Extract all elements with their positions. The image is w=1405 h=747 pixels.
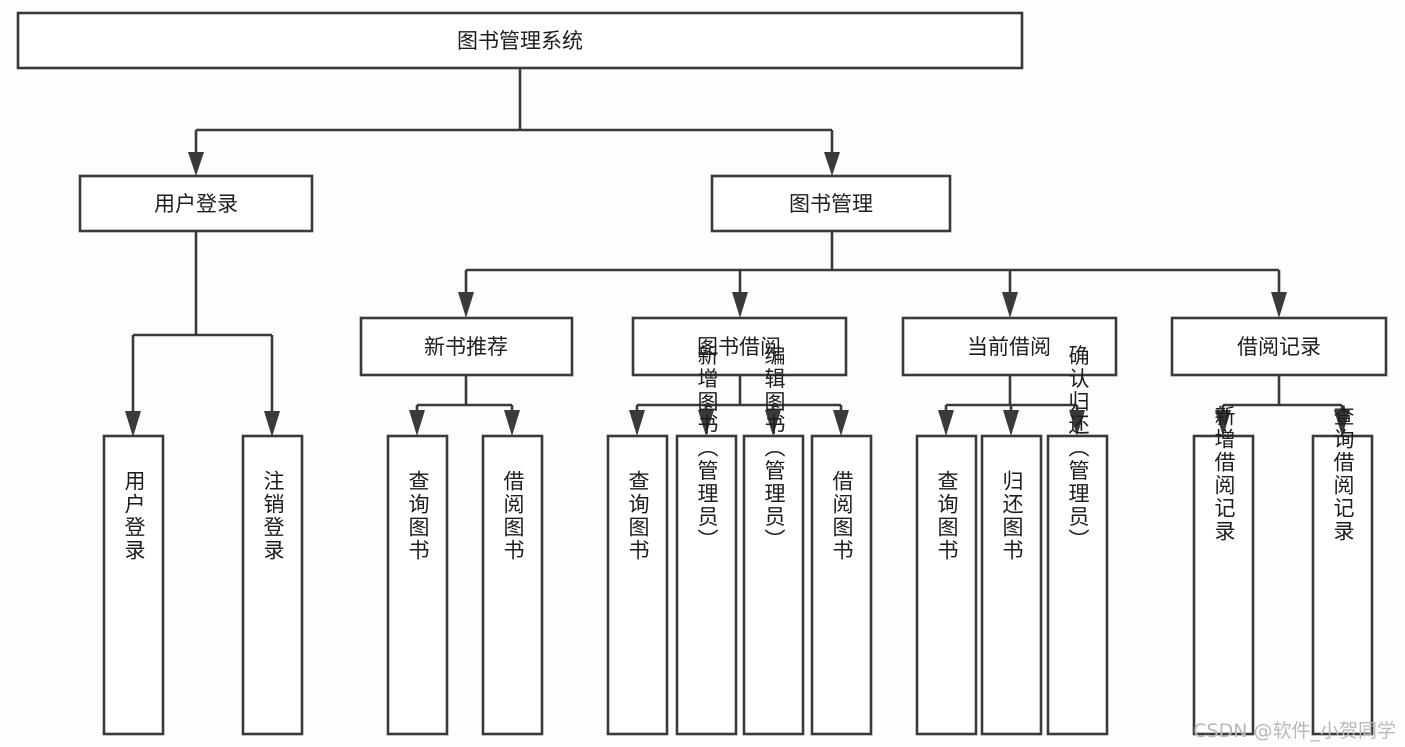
- leaf-add-record[interactable]: 新增借阅记录: [1192, 405, 1255, 736]
- leaf-query-book-3-box[interactable]: [915, 434, 978, 736]
- node-borrow-record[interactable]: 借阅记录: [1170, 316, 1388, 377]
- leaf-query-book-3[interactable]: 查询图书: [915, 434, 978, 736]
- csdn-watermark: CSDN @软件_小贺同学: [1193, 720, 1396, 742]
- arrowhead-book-borrow: [732, 292, 748, 318]
- leaf-query-record-label: 查询借阅记录: [1331, 405, 1355, 543]
- arrowhead-leaf-query-book-3: [938, 410, 954, 436]
- node-borrow-record-box[interactable]: [1170, 316, 1388, 377]
- arrowhead-current-borrow: [1002, 292, 1018, 318]
- node-user-login[interactable]: 用户登录: [78, 174, 314, 233]
- leaf-add-record-label: 新增借阅记录: [1212, 405, 1236, 543]
- leaf-edit-book[interactable]: 编辑图书（管理员）: [742, 345, 805, 736]
- arrowhead-leaf-add-record: [1215, 410, 1231, 436]
- leaf-return-book-box[interactable]: [980, 434, 1043, 736]
- arrowhead-leaf-edit-book: [765, 410, 781, 436]
- leaf-query-book-1-label: 查询图书: [406, 470, 430, 562]
- arrowhead-leaf-return-book: [1003, 410, 1019, 436]
- arrowhead-leaf-user-login: [125, 411, 141, 437]
- connector-layer: [125, 68, 1350, 437]
- leaf-query-book-2-label: 查询图书: [626, 470, 650, 562]
- node-current-borrow-label: 当前借阅: [967, 335, 1051, 359]
- node-current-borrow-box[interactable]: [901, 316, 1118, 377]
- leaf-query-book-2-box[interactable]: [606, 434, 669, 736]
- arrowhead-leaf-logout-login: [264, 411, 280, 437]
- leaf-add-book-box[interactable]: [675, 434, 738, 736]
- arrowhead-new-book-recommend: [458, 292, 474, 318]
- node-book-manage[interactable]: 图书管理: [710, 174, 952, 233]
- leaf-logout-login-box[interactable]: [241, 434, 304, 736]
- leaf-query-record-box[interactable]: [1311, 434, 1374, 736]
- arrowhead-leaf-confirm-return: [1069, 410, 1085, 436]
- leaf-borrow-book-1[interactable]: 借阅图书: [481, 434, 544, 736]
- leaf-edit-book-label: 编辑图书（管理员）: [762, 345, 786, 552]
- arrowhead-borrow-record: [1271, 292, 1287, 318]
- node-root-box[interactable]: [16, 11, 1024, 70]
- node-new-book-recommend-label: 新书推荐: [424, 335, 508, 359]
- leaf-confirm-return[interactable]: 确认归还（管理员）: [1046, 345, 1109, 736]
- node-book-borrow-box[interactable]: [631, 316, 848, 377]
- node-new-book-recommend-box[interactable]: [359, 316, 574, 377]
- arrowhead-leaf-add-book: [698, 410, 714, 436]
- leaf-borrow-book-1-box[interactable]: [481, 434, 544, 736]
- arrowhead-user-login: [188, 152, 204, 176]
- node-book-manage-label: 图书管理: [789, 192, 873, 216]
- node-root[interactable]: 图书管理系统: [16, 11, 1024, 70]
- leaf-borrow-book-2[interactable]: 借阅图书: [810, 434, 873, 736]
- node-book-manage-box[interactable]: [710, 174, 952, 233]
- leaf-borrow-book-1-label: 借阅图书: [501, 470, 525, 562]
- arrowhead-leaf-query-record: [1334, 410, 1350, 436]
- node-borrow-record-label: 借阅记录: [1237, 335, 1321, 359]
- leaf-query-book-2[interactable]: 查询图书: [606, 434, 669, 736]
- leaf-add-book[interactable]: 新增图书（管理员）: [675, 345, 738, 736]
- node-book-borrow-label: 图书借阅: [697, 335, 781, 359]
- leaf-query-book-1[interactable]: 查询图书: [386, 434, 449, 736]
- leaf-add-book-label: 新增图书（管理员）: [695, 345, 719, 552]
- leaf-logout-login[interactable]: 注销登录: [241, 434, 304, 736]
- node-new-book-recommend[interactable]: 新书推荐: [359, 316, 574, 377]
- leaf-user-login-label: 用户登录: [122, 470, 146, 562]
- leaf-add-record-box[interactable]: [1192, 434, 1255, 736]
- leaf-return-book-label: 归还图书: [1000, 470, 1024, 562]
- arrowhead-leaf-borrow-book-2: [833, 410, 849, 436]
- leaf-return-book[interactable]: 归还图书: [980, 434, 1043, 736]
- node-current-borrow[interactable]: 当前借阅: [901, 316, 1118, 377]
- leaf-user-login-box[interactable]: [102, 434, 165, 736]
- leaf-query-book-3-label: 查询图书: [935, 470, 959, 562]
- arrowhead-leaf-borrow-book-1: [504, 410, 520, 436]
- node-root-label: 图书管理系统: [457, 29, 583, 53]
- leaf-borrow-book-2-label: 借阅图书: [830, 470, 854, 562]
- leaf-borrow-book-2-box[interactable]: [810, 434, 873, 736]
- node-user-login-label: 用户登录: [154, 192, 238, 216]
- arrowhead-leaf-query-book-1: [409, 410, 425, 436]
- leaf-query-book-1-box[interactable]: [386, 434, 449, 736]
- arrowhead-book-manage: [824, 152, 840, 176]
- node-user-login-box[interactable]: [78, 174, 314, 233]
- leaf-confirm-return-box[interactable]: [1046, 434, 1109, 736]
- leaf-user-login[interactable]: 用户登录: [102, 434, 165, 736]
- node-book-borrow[interactable]: 图书借阅: [631, 316, 848, 377]
- leaf-query-record[interactable]: 查询借阅记录: [1311, 405, 1374, 736]
- leaf-logout-login-label: 注销登录: [261, 470, 285, 562]
- arrowhead-leaf-query-book-2: [629, 410, 645, 436]
- leaf-edit-book-box[interactable]: [742, 434, 805, 736]
- leaf-confirm-return-label: 确认归还（管理员）: [1066, 345, 1090, 552]
